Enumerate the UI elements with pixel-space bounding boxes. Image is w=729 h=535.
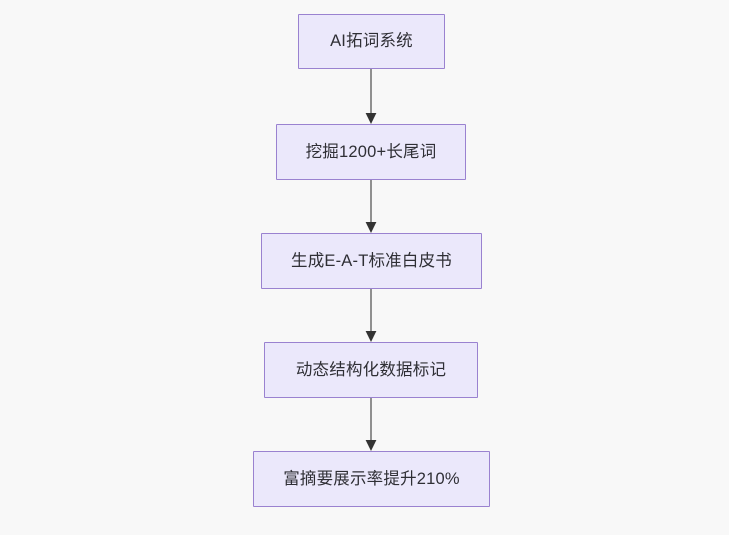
flow-node-mine-longtail-keywords[interactable]: 挖掘1200+长尾词 (276, 124, 466, 180)
flow-node-ai-keyword-system[interactable]: AI拓词系统 (298, 14, 445, 69)
flow-node-rich-snippet-impression-lift[interactable]: 富摘要展示率提升210% (253, 451, 490, 507)
flow-node-label: 生成E-A-T标准白皮书 (291, 251, 452, 270)
flow-node-label: 动态结构化数据标记 (295, 360, 447, 379)
flow-node-label: 富摘要展示率提升210% (283, 469, 460, 488)
flow-connector-n1-n2 (360, 69, 382, 124)
flow-connector-n4-n5 (360, 398, 382, 451)
flow-node-generate-eat-whitepaper[interactable]: 生成E-A-T标准白皮书 (261, 233, 482, 289)
flow-connector-n2-n3 (360, 180, 382, 233)
flow-node-dynamic-structured-data-markup[interactable]: 动态结构化数据标记 (264, 342, 478, 398)
flow-node-label: 挖掘1200+长尾词 (305, 142, 437, 161)
flow-connector-n3-n4 (360, 289, 382, 342)
flow-node-label: AI拓词系统 (330, 32, 413, 51)
